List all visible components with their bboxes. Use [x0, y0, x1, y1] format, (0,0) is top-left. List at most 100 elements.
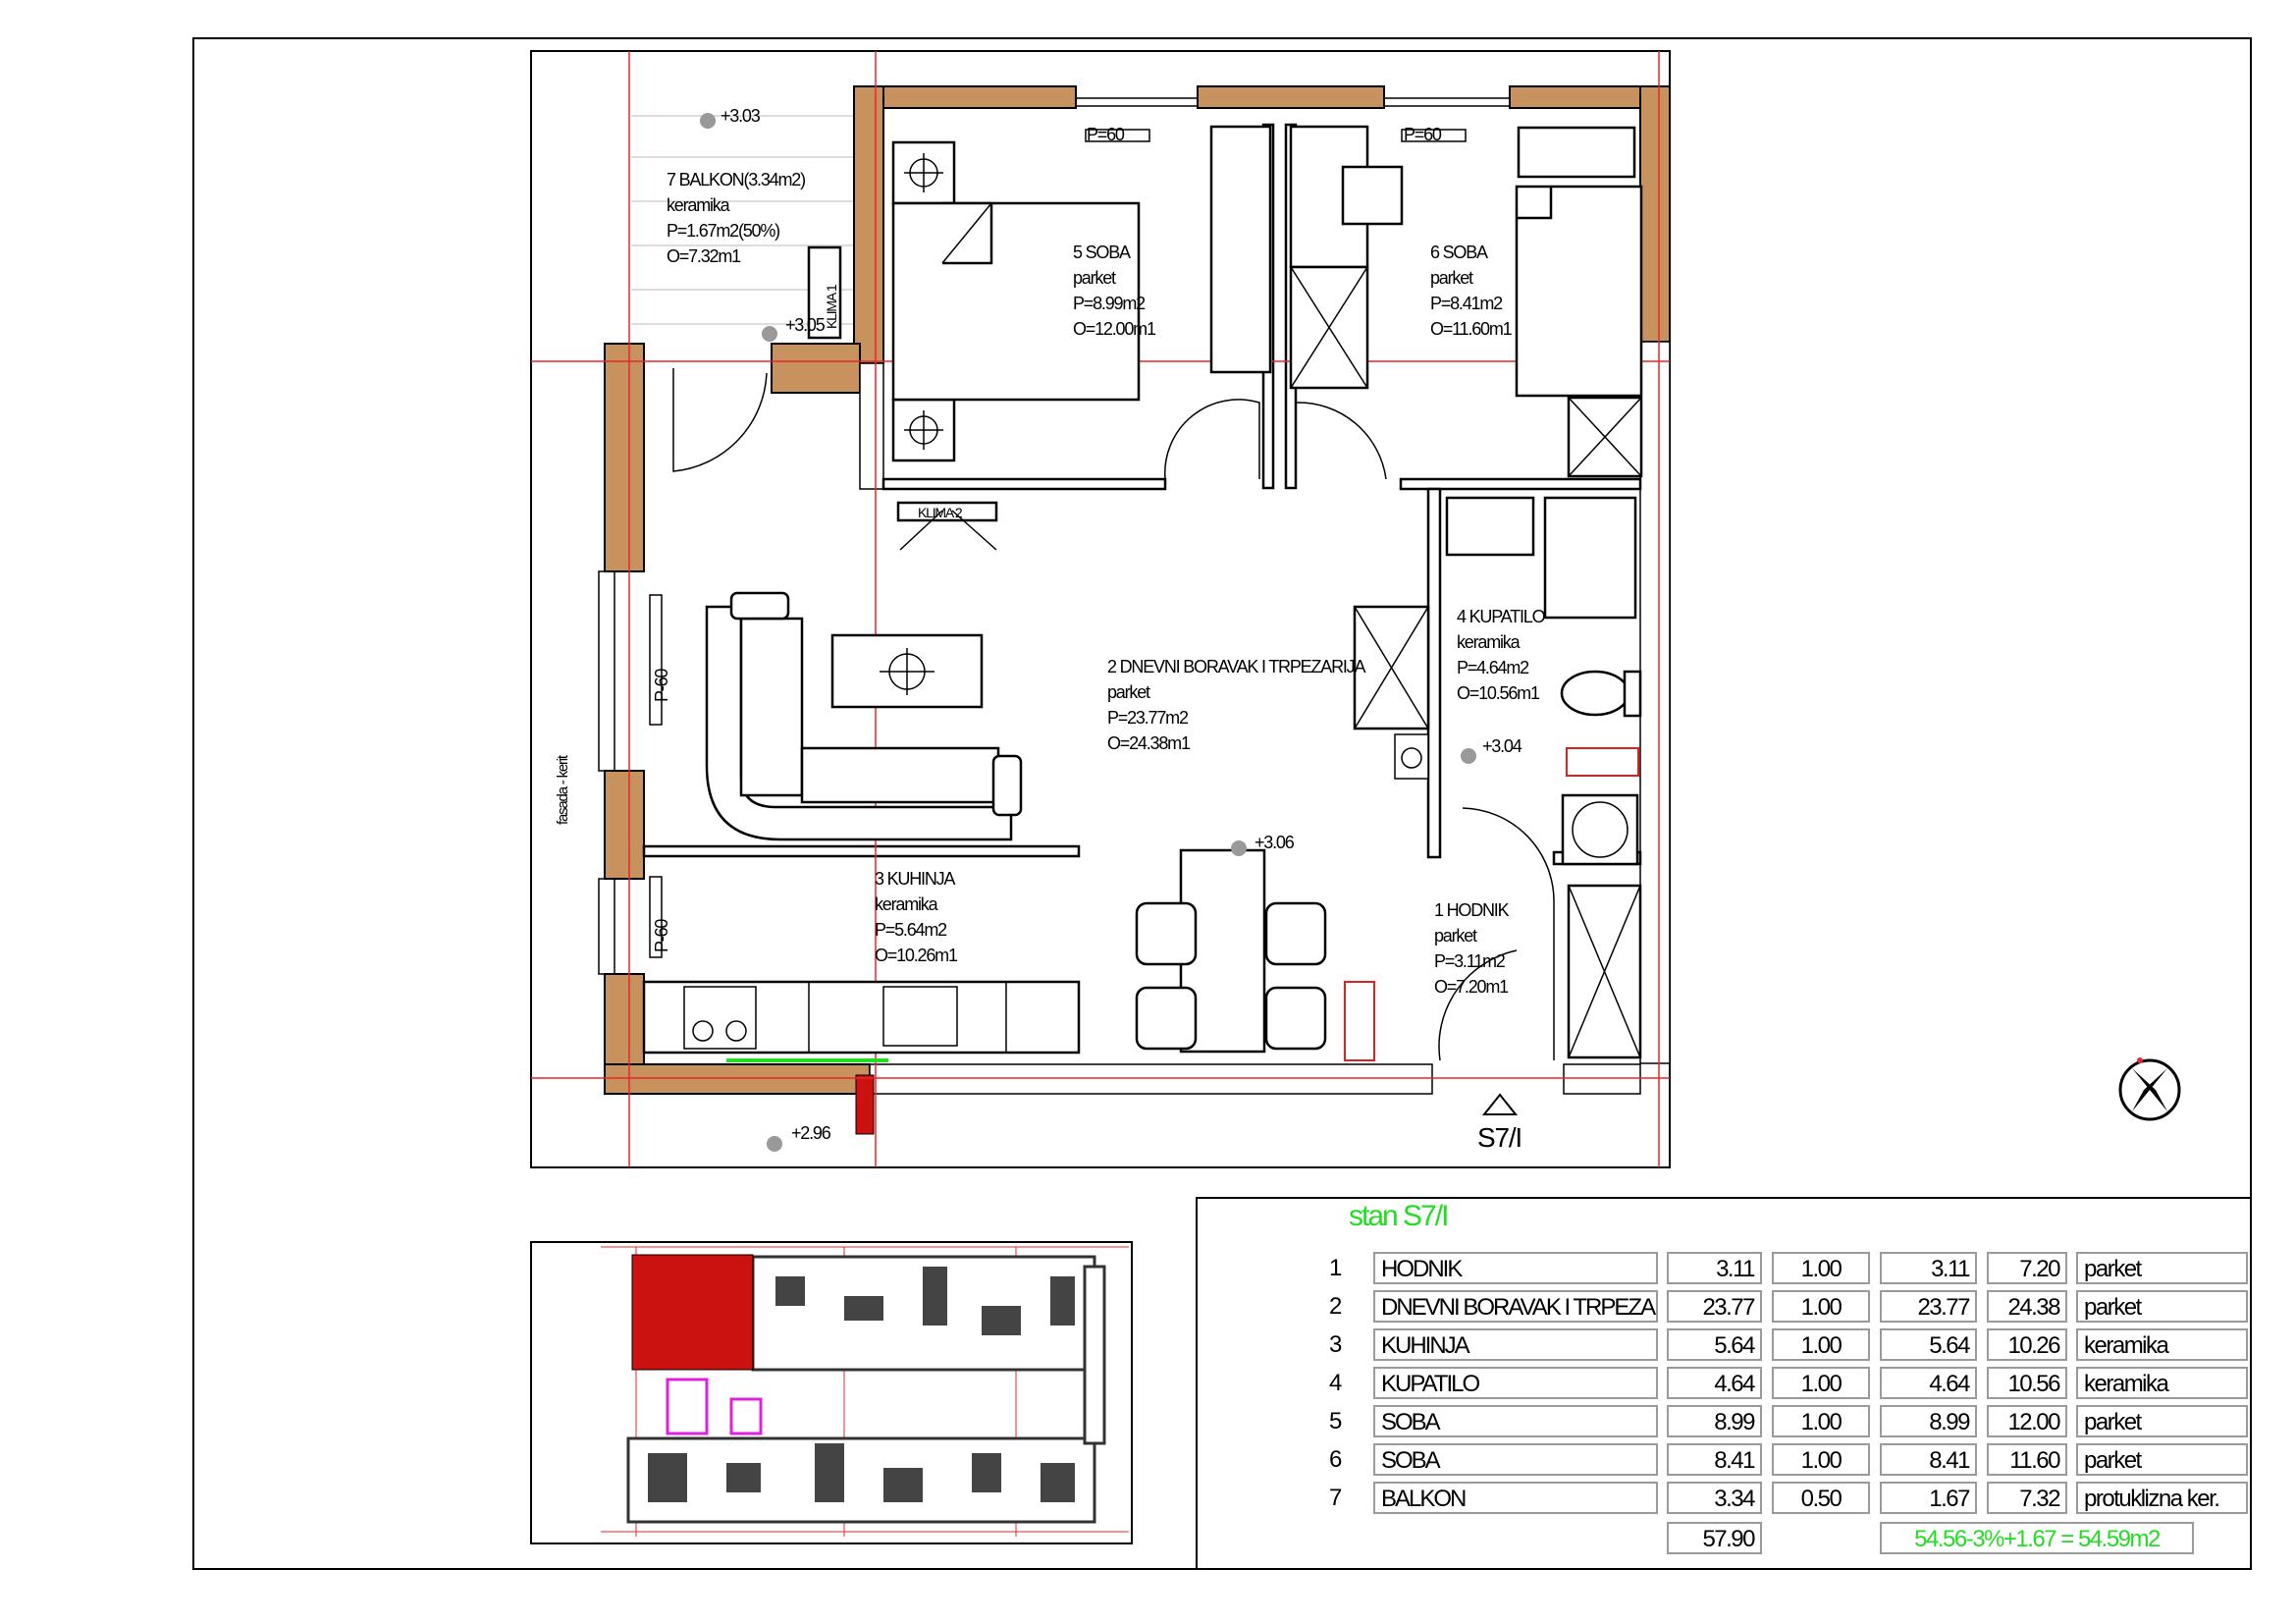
room-area: P=8.99m2: [1073, 294, 1146, 313]
room-label-4: 4 KUPATILO keramika P=4.64m2 O=10.56m1: [1457, 607, 1547, 703]
room-perimeter: O=7.20m1: [1434, 977, 1509, 997]
cell-floor: keramika: [2076, 1328, 2248, 1361]
room-name: 3 KUHINJA: [875, 869, 955, 889]
room-name: 7 BALKON(3.34m2): [667, 170, 805, 189]
cell-coef: 1.00: [1772, 1443, 1870, 1476]
room-area: P=5.64m2: [875, 920, 947, 940]
klima-label: KLIMA 2: [918, 505, 963, 520]
elevation-label: +2.96: [791, 1123, 831, 1143]
floor-plan: 5 SOBA parket P=8.99m2 O=12.00m1 6 SOBA …: [531, 51, 1671, 1167]
cell-name: BALKON: [1373, 1482, 1658, 1514]
cell-name: SOBA: [1373, 1405, 1658, 1437]
klima-2-unit: [896, 501, 998, 522]
unit-mark-label: S7/I: [1477, 1122, 1522, 1153]
cell-floor: parket: [2076, 1443, 2248, 1476]
room-area: P=23.77m2: [1107, 708, 1189, 728]
room-floor: parket: [1073, 268, 1116, 288]
room-perimeter: O=10.56m1: [1457, 683, 1540, 703]
room-floor: keramika: [875, 894, 939, 914]
cell-area: 23.77: [1667, 1290, 1762, 1323]
total-area: 57.90: [1667, 1522, 1762, 1554]
row-number: 5: [1329, 1408, 1343, 1434]
north-arrow-icon: [2118, 1057, 2181, 1121]
cell-net: 8.99: [1880, 1405, 1977, 1437]
room-area: P=4.64m2: [1457, 658, 1529, 677]
room-label-5: 5 SOBA parket P=8.99m2 O=12.00m1: [1073, 243, 1157, 339]
cell-area: 4.64: [1667, 1367, 1762, 1399]
cell-perimeter: 11.60: [1987, 1443, 2067, 1476]
final-area-formula: 54.56-3%+1.67 = 54.59m2: [1880, 1522, 2194, 1554]
cell-net: 3.11: [1880, 1252, 1977, 1284]
room-area: P=1.67m2(50%): [667, 221, 779, 241]
room-area: P=8.41m2: [1430, 294, 1503, 313]
cell-coef: 1.00: [1772, 1252, 1870, 1284]
elevation-label: +3.06: [1255, 833, 1295, 852]
cell-perimeter: 7.32: [1987, 1482, 2067, 1514]
room-name: 2 DNEVNI BORAVAK I TRPEZARIJA: [1107, 657, 1365, 676]
cell-name: KUPATILO: [1373, 1367, 1658, 1399]
key-plan: [601, 1246, 1129, 1537]
bed-room5: [891, 140, 1141, 462]
row-number: 4: [1329, 1370, 1343, 1396]
cell-coef: 0.50: [1772, 1482, 1870, 1514]
klima-1-unit: [807, 245, 842, 340]
facade-note: fasada - kerit: [555, 754, 571, 825]
cell-perimeter: 24.38: [1987, 1290, 2067, 1323]
cell-net: 5.64: [1880, 1328, 1977, 1361]
cell-net: 4.64: [1880, 1367, 1977, 1399]
room-floor: parket: [1430, 268, 1473, 288]
room-perimeter: O=24.38m1: [1107, 733, 1191, 753]
dining-set: [1135, 848, 1327, 1054]
cell-net: 1.67: [1880, 1482, 1977, 1514]
cell-area: 8.41: [1667, 1443, 1762, 1476]
window-label: P=60: [1087, 125, 1125, 144]
cell-perimeter: 12.00: [1987, 1405, 2067, 1437]
cell-name: DNEVNI BORAVAK I TRPEZARIJA: [1373, 1290, 1658, 1323]
cell-coef: 1.00: [1772, 1328, 1870, 1361]
room-floor: keramika: [667, 195, 731, 215]
keyplan-frame: [530, 1241, 1133, 1544]
unit-mark: S7/I: [1477, 1093, 1522, 1153]
cell-coef: 1.00: [1772, 1367, 1870, 1399]
bathroom-fixtures: [1445, 496, 1642, 1059]
elevation-label: +3.05: [785, 315, 826, 335]
bed-room6: [1515, 126, 1643, 478]
elevation-label: +3.04: [1482, 736, 1522, 756]
cell-perimeter: 7.20: [1987, 1252, 2067, 1284]
room-floor: parket: [1107, 682, 1150, 702]
room-name: 6 SOBA: [1430, 243, 1488, 262]
cell-name: KUHINJA: [1373, 1328, 1658, 1361]
cell-perimeter: 10.56: [1987, 1367, 2067, 1399]
window-label: P=60: [1404, 125, 1442, 144]
table-frame: [1196, 1197, 2252, 1570]
row-number: 7: [1329, 1485, 1343, 1511]
room-name: 1 HODNIK: [1434, 900, 1510, 920]
windows: [598, 97, 1511, 975]
room-perimeter: O=10.26m1: [875, 946, 958, 965]
room-perimeter: O=11.60m1: [1430, 319, 1513, 339]
room-label-2: 2 DNEVNI BORAVAK I TRPEZARIJA parket P=2…: [1107, 657, 1367, 753]
window-label: P-60: [652, 669, 671, 702]
elevation-label: +3.03: [721, 106, 761, 126]
cell-floor: keramika: [2076, 1367, 2248, 1399]
cell-perimeter: 10.26: [1987, 1328, 2067, 1361]
room-floor: keramika: [1457, 632, 1522, 652]
kitchen-counter: [642, 980, 1081, 1062]
cell-area: 8.99: [1667, 1405, 1762, 1437]
cell-area: 3.11: [1667, 1252, 1762, 1284]
sofa: [705, 591, 1023, 841]
cell-net: 8.41: [1880, 1443, 1977, 1476]
cell-floor: parket: [2076, 1290, 2248, 1323]
window-label: P-60: [652, 919, 671, 952]
cell-name: HODNIK: [1373, 1252, 1658, 1284]
cell-net: 23.77: [1880, 1290, 1977, 1323]
klima-label: KLIMA 1: [824, 284, 839, 329]
cell-coef: 1.00: [1772, 1290, 1870, 1323]
radiator: [1344, 981, 1375, 1061]
unit-highlight: [631, 1254, 754, 1371]
room-label-1: 1 HODNIK parket P=3.11m2 O=7.20m1: [1434, 900, 1511, 997]
room-label-6: 6 SOBA parket P=8.41m2 O=11.60m1: [1430, 243, 1514, 339]
table-title: stan S7/I: [1349, 1200, 1449, 1232]
cell-area: 3.34: [1667, 1482, 1762, 1514]
elevation-marks: +3.03 +3.05 +3.04 +3.06 +2.96: [700, 106, 1523, 1152]
